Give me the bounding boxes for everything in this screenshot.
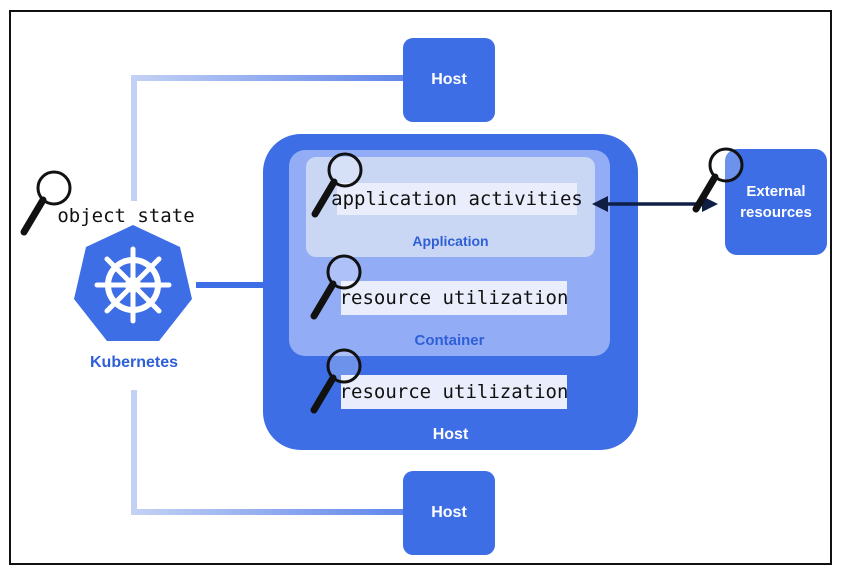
host-bottom: Host bbox=[403, 471, 495, 555]
metric-object-state: object state bbox=[52, 201, 200, 231]
host-bottom-label: Host bbox=[431, 504, 467, 521]
container-label: Container bbox=[414, 332, 485, 349]
external-resources-line1: External bbox=[746, 183, 806, 200]
application-label: Application bbox=[412, 233, 489, 249]
connector-to-bottom-host bbox=[131, 390, 405, 515]
external-resources-line2: resources bbox=[740, 204, 812, 221]
host-main-label: Host bbox=[432, 426, 469, 443]
double-arrow-icon bbox=[592, 196, 718, 212]
metric-container-resource-utilization: resource utilization bbox=[340, 281, 568, 315]
magnifier-icon bbox=[20, 170, 72, 236]
metric-application-activities: application activities bbox=[331, 183, 583, 215]
host-top: Host bbox=[403, 38, 495, 122]
magnifier-icon bbox=[310, 348, 362, 414]
kubernetes-helm-icon bbox=[74, 225, 192, 341]
host-top-label: Host bbox=[431, 71, 467, 88]
magnifier-icon bbox=[310, 254, 362, 320]
connector-to-top-host bbox=[131, 75, 405, 205]
magnifier-icon bbox=[692, 147, 744, 213]
diagram-border bbox=[9, 10, 832, 565]
metric-host-resource-utilization: resource utilization bbox=[340, 375, 568, 409]
kubernetes-label: Kubernetes bbox=[89, 354, 179, 371]
magnifier-icon bbox=[311, 152, 363, 218]
